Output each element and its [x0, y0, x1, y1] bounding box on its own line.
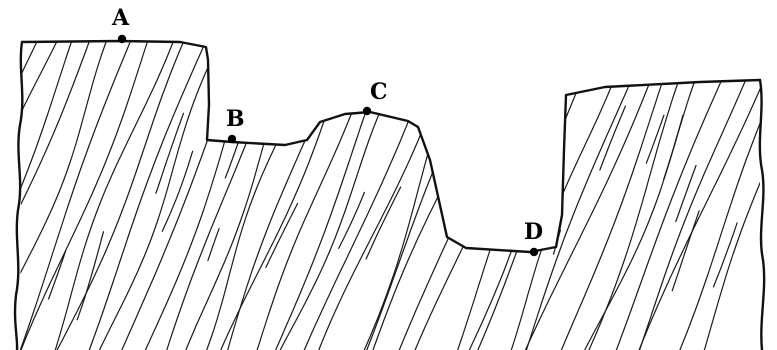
hatch-line — [478, 30, 604, 350]
right-edge-line — [760, 80, 764, 350]
hatch-line — [478, 180, 501, 228]
hatch-line — [266, 203, 298, 267]
hatch-line — [0, 30, 63, 350]
hatch-line — [221, 30, 356, 350]
hatch-line — [364, 30, 472, 350]
point-a: A — [111, 5, 130, 43]
hatch-line — [0, 95, 4, 127]
hatch-line — [207, 30, 330, 350]
rock-hatch-lines — [0, 30, 777, 350]
hatch-line — [550, 77, 562, 109]
point-a-label: A — [111, 5, 130, 31]
hatch-line — [0, 30, 94, 350]
hatch-line — [5, 149, 17, 189]
left-edge-line — [15, 42, 22, 350]
hatch-line — [228, 30, 349, 350]
hatch-line — [366, 187, 401, 259]
hatch-line — [600, 106, 626, 170]
point-c: C — [363, 79, 388, 115]
point-b-dot — [228, 135, 236, 143]
hatch-line — [585, 30, 716, 350]
hatch-line — [367, 30, 498, 350]
hatch-line — [704, 30, 777, 350]
hatch-line — [399, 30, 534, 350]
point-d-dot — [530, 248, 538, 256]
hatch-line — [589, 30, 698, 350]
hatch-line — [20, 30, 135, 350]
hatch-line — [21, 30, 151, 350]
hatching — [0, 30, 777, 350]
hatch-line — [511, 30, 631, 350]
hatch-line — [526, 30, 670, 350]
hatch-line — [257, 30, 380, 350]
point-c-label: C — [370, 79, 388, 105]
hatch-line — [469, 30, 588, 350]
hatch-line — [466, 70, 485, 118]
hatch-line — [122, 30, 247, 350]
hatch-line — [616, 30, 744, 350]
point-c-dot — [363, 107, 371, 115]
hatch-line — [89, 30, 211, 350]
hatch-line — [561, 30, 680, 350]
point-b: B — [226, 106, 245, 143]
hatch-line — [415, 30, 547, 350]
hatch-line — [676, 166, 696, 222]
hatch-line — [458, 30, 575, 350]
point-a-dot — [118, 35, 126, 43]
hatch-line — [640, 30, 766, 350]
hatch-line — [672, 211, 699, 291]
hatch-line — [639, 30, 777, 350]
hatch-line — [510, 67, 531, 115]
hatch-line — [304, 30, 442, 350]
hatch-line — [77, 232, 103, 320]
hatch-line — [339, 192, 365, 248]
point-d-label: D — [524, 219, 543, 245]
point-b-label: B — [226, 106, 245, 132]
hatch-line — [167, 30, 287, 350]
